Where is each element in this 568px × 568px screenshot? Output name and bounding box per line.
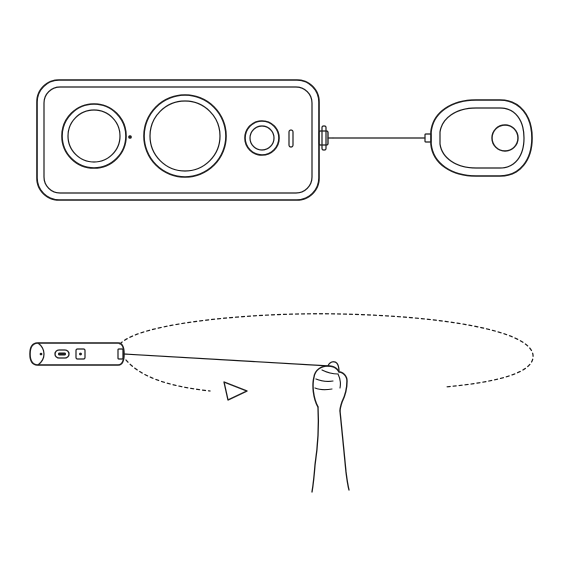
camera-body-inner	[43, 86, 313, 194]
panel-camera-and-safety-tether	[36, 79, 533, 201]
camera-side-pill-button	[54, 349, 70, 359]
camera-lens-left	[61, 103, 127, 169]
cord-connector	[424, 133, 432, 143]
camera-body	[36, 79, 320, 201]
wrist-loop-pad	[430, 99, 533, 177]
camera-side-view	[29, 342, 125, 366]
forearm	[311, 406, 320, 493]
swing-orbit-front	[125, 359, 211, 392]
tether-clip	[318, 125, 334, 151]
hand-fist-icon	[311, 361, 350, 493]
camera-status-led	[288, 129, 294, 148]
wrist-loop-button	[491, 124, 519, 152]
panel-swing-demonstration	[29, 313, 534, 493]
tether-line	[123, 353, 331, 367]
camera-shutter-button	[244, 120, 280, 156]
swing-orbit	[119, 313, 534, 388]
camera-lens-center	[143, 94, 227, 178]
arrow-triangle-icon	[223, 381, 248, 401]
microphone-dot	[128, 135, 132, 139]
camera-side-square-button	[75, 348, 86, 360]
